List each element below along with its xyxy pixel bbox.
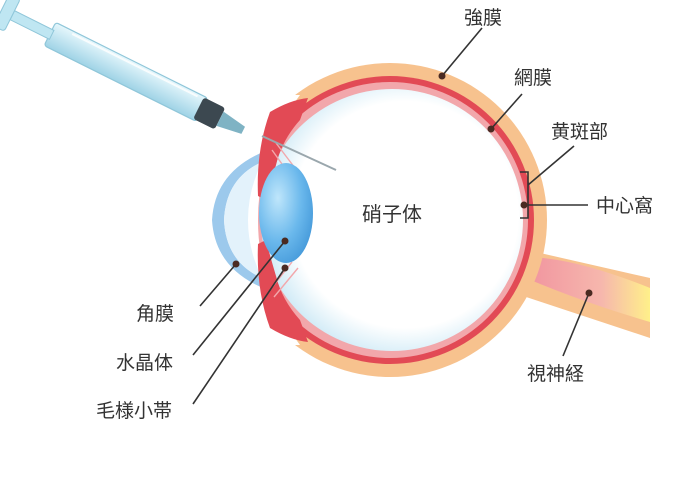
- anterior-segment: [212, 95, 313, 345]
- label-sclera: 強膜: [464, 7, 502, 29]
- syringe-icon: [0, 0, 337, 171]
- leader-lines: [192, 27, 593, 405]
- label-retina: 網膜: [514, 67, 552, 89]
- labels: 強膜 網膜 黄斑部 中心窩 硝子体 角膜 水晶体 毛様小帯 視神経: [96, 7, 653, 422]
- label-macula: 黄斑部: [551, 121, 608, 143]
- label-vitreous: 硝子体: [362, 202, 422, 226]
- cornea: [212, 150, 268, 290]
- ciliary-body-lower: [257, 240, 308, 342]
- label-lens: 水晶体: [116, 352, 173, 374]
- label-cornea: 角膜: [136, 303, 174, 325]
- label-zonule: 毛様小帯: [96, 400, 172, 422]
- vitreous-body: [261, 89, 523, 351]
- label-optic-nerve: 視神経: [527, 363, 584, 385]
- crystalline-lens: [259, 163, 313, 263]
- optic-nerve: [505, 245, 650, 338]
- label-fovea: 中心窩: [596, 195, 653, 217]
